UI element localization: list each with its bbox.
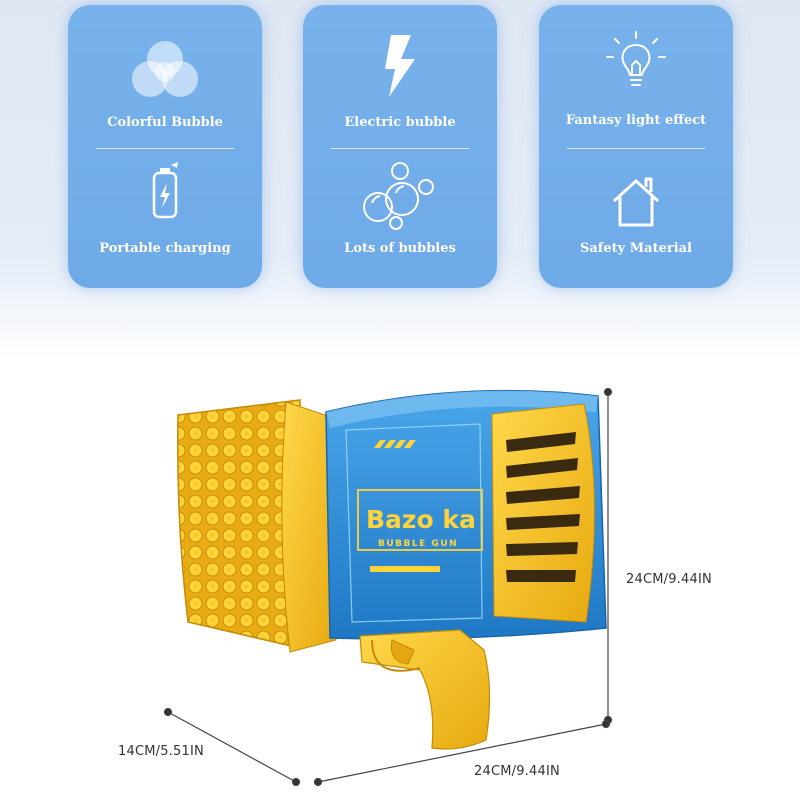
feature-label: Colorful Bubble [107, 115, 223, 130]
feature-label: Safety Material [580, 241, 692, 256]
lightning-bolt-icon [385, 35, 415, 97]
feature-panel-2: Electric bubble Lots of bubbles [303, 5, 497, 288]
height-dimension-label: 24CM/9.44IN [626, 572, 712, 587]
depth-dimension-label: 14CM/5.51IN [118, 744, 204, 759]
divider [96, 148, 234, 149]
house-icon [612, 177, 660, 227]
divider [331, 148, 469, 149]
gun-sub-text: BUBBLE GUN [378, 539, 458, 549]
gun-brand-text: Bazo ka [366, 505, 476, 534]
bubbles-circle-icon [132, 41, 198, 97]
divider [567, 148, 705, 149]
feature-label: Electric bubble [344, 115, 456, 130]
feature-label: Lots of bubbles [344, 241, 456, 256]
battery-charging-icon [152, 162, 178, 219]
width-dimension-label: 24CM/9.44IN [474, 764, 560, 779]
nozzle-array [176, 399, 301, 649]
feature-panel-3: Fantasy light effect Safety Material [539, 5, 733, 288]
feature-label: Portable charging [99, 241, 231, 256]
bubble-cluster-icon [363, 162, 434, 230]
feature-label: Fantasy light effect [565, 113, 707, 128]
lightbulb-icon [606, 31, 666, 86]
feature-panel-1: Colorful Bubble Portable charging [68, 5, 262, 288]
